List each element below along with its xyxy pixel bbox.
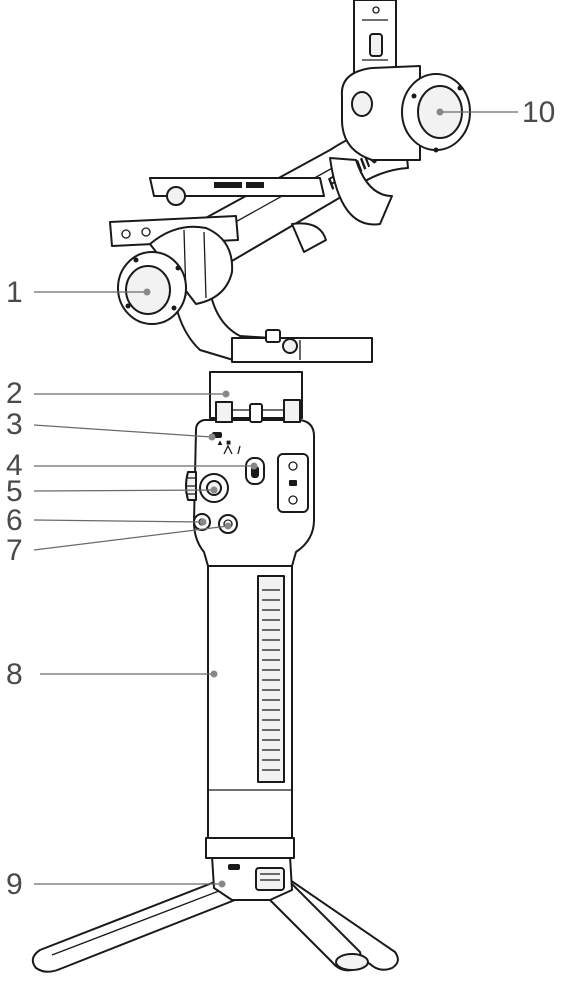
roll-motor (329, 0, 471, 226)
callout-7: 7 (6, 534, 23, 567)
dji-logo-icon (228, 864, 240, 870)
tilt-motor (117, 225, 234, 325)
callout-10: 10 (522, 96, 555, 129)
callout-2: 2 (6, 377, 23, 410)
callout-numbers: 1 2 3 4 5 6 7 8 9 10 (6, 96, 555, 901)
callout-8: 8 (6, 658, 23, 691)
callout-3: 3 (6, 408, 23, 441)
callout-leaders (33, 108, 518, 888)
callout-6: 6 (6, 504, 23, 537)
control-body: ▲ ■ (185, 419, 315, 567)
callout-9: 9 (6, 868, 23, 901)
pan-motor (209, 371, 303, 423)
grip-handle (205, 561, 295, 859)
callout-5: 5 (6, 475, 23, 508)
svg-text:▲ ■: ▲ ■ (216, 438, 231, 447)
callout-4: 4 (6, 449, 23, 482)
callout-1: 1 (6, 276, 23, 309)
tripod (31, 855, 399, 973)
